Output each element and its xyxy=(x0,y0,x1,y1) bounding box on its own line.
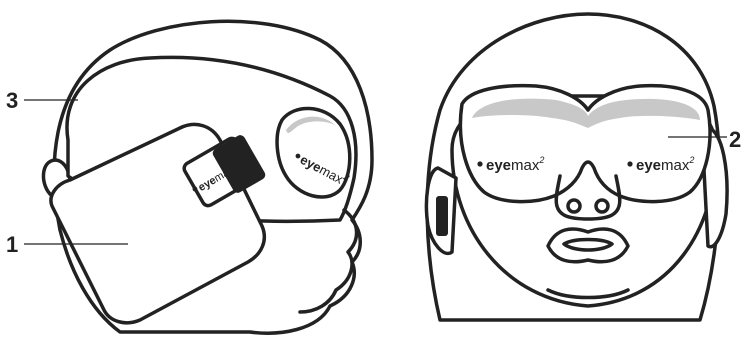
callout-number: 3 xyxy=(6,88,18,113)
svg-text:eyemax2: eyemax2 xyxy=(486,155,544,174)
callout-number: 1 xyxy=(6,232,18,257)
front-nostril-right xyxy=(596,200,608,212)
brand-dot-icon xyxy=(627,161,632,166)
brand-dot-icon xyxy=(477,161,482,166)
svg-text:eyemax2: eyemax2 xyxy=(636,155,694,174)
front-brand-right: eyemax2 xyxy=(627,155,694,174)
front-nostril-left xyxy=(568,200,580,212)
front-strap-clasp xyxy=(436,196,448,236)
callout-number: 2 xyxy=(729,127,741,152)
front-brand-left: eyemax2 xyxy=(477,155,544,174)
front-mouth-inner xyxy=(564,240,612,251)
